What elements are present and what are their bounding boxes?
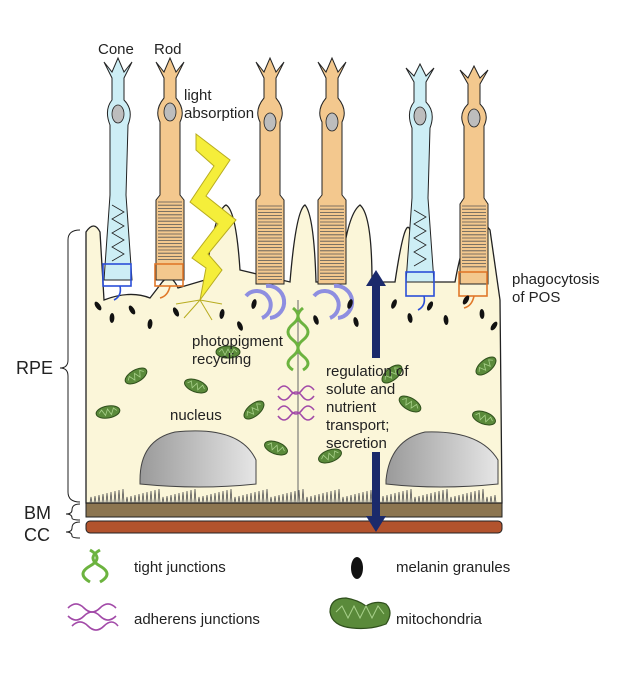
bruchs-membrane-layer [85,502,503,518]
mitochondrion [472,410,496,426]
photopigment-label-1: photopigment [192,333,284,350]
mitochondrion [318,448,342,464]
rpe-label: RPE [16,358,53,378]
melanin-granules [94,295,498,331]
transport-arrow-up-icon [366,270,386,358]
phagocytosis-arrow-right [417,295,426,311]
legend-melanin-granules-label: melanin granules [396,559,510,576]
adherens-junction-icon [277,385,315,421]
regulation-label-1: regulation of [326,363,409,380]
phagocytosis-label-2: of POS [512,289,560,306]
legend-mitochondria-icon [329,597,391,630]
rod-cell-3 [317,56,347,285]
mitochondrion [475,356,497,376]
phagocytosis-arrow-rod [159,285,171,299]
legend-adherens-junction-icon [67,603,119,631]
regulation-label-5: secretion [326,435,387,452]
legend-melanin-icon [351,557,363,579]
melanin-granule [172,307,180,317]
cc-label: CC [24,525,50,545]
mitochondrion [95,405,121,419]
choriocapillaris-layer [85,520,503,534]
phagocytosis-arrow-left [113,285,122,301]
rod-cell-2 [255,56,285,285]
regulation-label-4: transport; [326,417,389,434]
regulation-label-2: solute and [326,381,395,398]
nucleus-left [139,430,257,488]
mitochondrion [264,440,288,456]
melanin-granule [462,295,470,305]
melanin-granule [147,319,153,329]
melanin-granule [251,299,257,309]
mitochondria-group [95,345,497,464]
melanin-granule [407,313,413,323]
phagocytosis-label-1: phagocytosis [512,271,600,288]
cc-bracket [65,521,81,539]
tight-junction-icon [286,306,310,372]
mitochondrion [184,378,208,394]
bm-label: BM [24,503,51,523]
rod-cell-right [458,64,489,297]
light-absorption-label-1: light [184,87,212,104]
rod-cell-left [154,56,185,287]
cone-label: Cone [98,41,134,58]
light-absorption-label-2: absorption [184,105,254,122]
light-rays-icon [175,299,223,321]
mitochondrion [243,400,265,420]
cone-phagocytosis-box [102,263,132,287]
melanin-granule [353,317,359,327]
bm-bracket [65,503,81,521]
melanin-granule [237,321,243,331]
mitochondrion [381,364,403,384]
light-bolt-icon [189,132,237,301]
melanin-granule [219,309,225,319]
melanin-granule [391,299,397,309]
melanin-granule [109,313,115,323]
phagocytosis-arrow-rod-right [463,295,475,309]
melanin-granule [490,321,498,331]
melanin-granule [347,299,353,309]
rpe-bracket [59,229,81,503]
mitochondrion [215,345,241,359]
rod-phagocytosis-box [154,263,184,287]
mitochondrion [398,395,422,413]
transport-arrow-down-icon [366,452,386,532]
basal-infoldings [89,488,497,504]
melanin-granule [443,315,449,325]
melanin-granule [94,301,102,311]
nucleus-label: nucleus [170,407,222,424]
rod-phagocytosis-box-right [458,271,488,297]
melanin-granule [313,315,319,325]
photopigment-label-2: recycling [192,351,251,368]
melanin-granule [479,309,485,319]
cone-phagocytosis-box-right [405,271,435,297]
mitochondrion [124,367,148,385]
melanin-granule [128,305,136,315]
legend-tight-junction-icon [81,548,109,584]
legend-mitochondria-label: mitochondria [396,611,483,628]
regulation-label-3: nutrient [326,399,377,416]
rod-label: Rod [154,41,182,58]
legend-adherens-junctions-label: adherens junctions [134,611,260,628]
nucleus-right [385,431,499,488]
legend-tight-junctions-label: tight junctions [134,559,226,576]
melanin-granule [426,301,434,311]
cone-cell-right [405,62,435,297]
cone-cell-left [102,56,133,287]
recycle-arrow-icon-left [244,283,287,320]
